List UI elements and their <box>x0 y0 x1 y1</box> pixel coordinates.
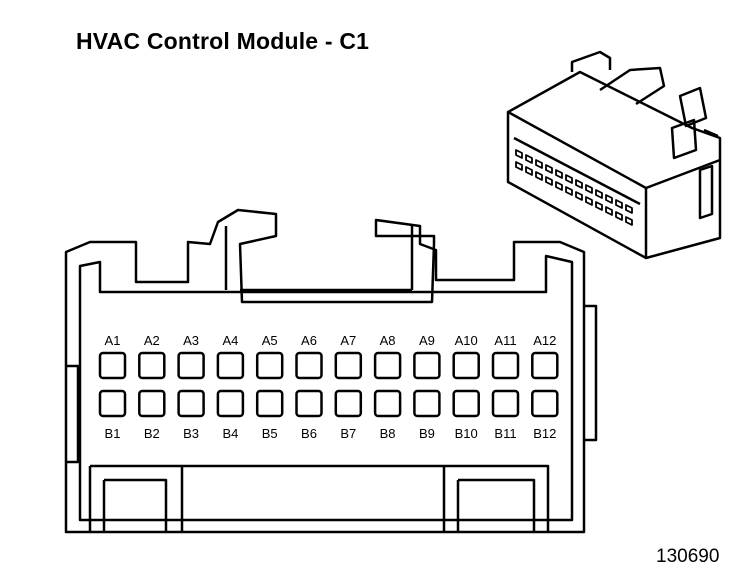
pin-cavity-b12 <box>531 389 559 418</box>
pin-label-a1: A1 <box>105 333 121 348</box>
pin-cavity-a8 <box>373 351 402 380</box>
pin-label-b5: B5 <box>262 426 278 441</box>
pin-label-b11: B11 <box>494 426 516 441</box>
figure-number: 130690 <box>656 546 720 567</box>
connector-3d-pins <box>515 149 633 226</box>
pin-cavity-a11 <box>491 351 520 380</box>
pin-cavity-b9 <box>413 389 441 418</box>
pin-cavity-b8 <box>373 389 402 418</box>
pin-label-a12: A12 <box>533 333 556 348</box>
pin-label-a9: A9 <box>419 333 435 348</box>
pin-cavity-a9 <box>413 351 441 380</box>
connector-face-outline <box>64 208 598 534</box>
pin-label-b12: B12 <box>533 426 556 441</box>
pin-label-a8: A8 <box>380 333 396 348</box>
pin-label-b10: B10 <box>455 426 478 441</box>
pin-cavity-b3 <box>177 389 205 418</box>
pin-label-a2: A2 <box>144 333 160 348</box>
pin-cavity-b1 <box>98 389 127 418</box>
pin-label-a6: A6 <box>301 333 317 348</box>
diagram-title: HVAC Control Module - C1 <box>76 28 370 54</box>
pin-label-a5: A5 <box>262 333 278 348</box>
pin-label-b2: B2 <box>144 426 160 441</box>
pin-label-a3: A3 <box>183 333 199 348</box>
pin-label-a7: A7 <box>340 333 356 348</box>
pin-label-a11: A11 <box>494 333 516 348</box>
pin-label-b7: B7 <box>340 426 356 441</box>
pin-cavity-b2 <box>138 389 166 418</box>
pin-label-b1: B1 <box>105 426 121 441</box>
pin-cavity-a3 <box>177 351 205 380</box>
pin-cavity-b5 <box>255 389 284 418</box>
pin-label-b4: B4 <box>222 426 238 441</box>
pin-cavity-a7 <box>334 351 363 380</box>
pin-label-b8: B8 <box>380 426 396 441</box>
pin-cavity-a1 <box>98 351 127 380</box>
pin-label-b3: B3 <box>183 426 199 441</box>
pin-label-a10: A10 <box>455 333 478 348</box>
pin-cavity-a10 <box>452 351 480 380</box>
connector-3d-view <box>506 50 722 260</box>
pin-label-a4: A4 <box>222 333 238 348</box>
pin-cavity-a2 <box>138 351 166 380</box>
pin-cavity-b4 <box>216 389 245 418</box>
pin-cavity-b10 <box>452 389 480 418</box>
pin-cavity-a12 <box>531 351 559 380</box>
pin-cavity-b7 <box>334 389 363 418</box>
pin-cavity-a6 <box>295 351 323 380</box>
pin-label-b9: B9 <box>419 426 435 441</box>
pin-cavity-b6 <box>295 389 323 418</box>
pin-label-b6: B6 <box>301 426 317 441</box>
pin-cavity-a5 <box>255 351 284 380</box>
pin-cavity-a4 <box>216 351 245 380</box>
pin-cavity-b11 <box>491 389 520 418</box>
